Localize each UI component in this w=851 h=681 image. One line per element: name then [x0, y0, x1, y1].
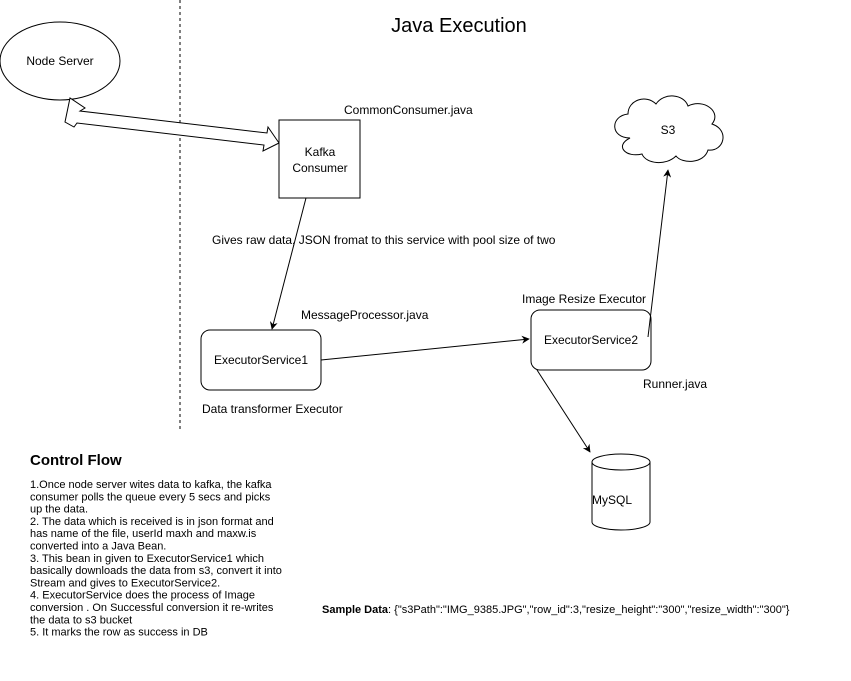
control-flow-line: 3. This bean in given to ExecutorService… — [30, 553, 264, 565]
executor2-to-s3-edge — [647, 169, 672, 338]
kafka-consumer-node[interactable]: Kafka Consumer — [278, 119, 361, 199]
page-title: Java Execution — [391, 15, 527, 37]
node-kafka-arrow — [64, 97, 280, 152]
kafka-to-executor1-edge — [269, 197, 307, 330]
database-icon — [591, 462, 651, 531]
control-flow-line: 4. ExecutorService does the process of I… — [30, 590, 255, 602]
control-flow-line: has name of the file, userId maxh and ma… — [30, 528, 257, 540]
control-flow-line: conversion . On Successful conversion it… — [30, 602, 274, 614]
control-flow-line: 1.Once node server wites data to kafka, … — [30, 479, 272, 491]
data-transformer-label: Data transformer Executor — [202, 402, 343, 416]
node-server-node[interactable]: Node Server — [0, 21, 121, 101]
sample-data-value: : {"s3Path":"IMG_9385.JPG","row_id":3,"r… — [388, 604, 790, 616]
control-flow-line: Stream and gives to ExecutorService2. — [30, 577, 220, 589]
kafka-label-line2: Consumer — [292, 161, 347, 175]
runner-label: Runner.java — [643, 377, 707, 391]
executor2-label: ExecutorService2 — [544, 333, 638, 347]
kafka-label-line1: Kafka — [305, 145, 336, 159]
control-flow-line: basically downloads the data from s3, co… — [30, 565, 282, 577]
executor-service1-node[interactable]: ExecutorService1 — [200, 329, 322, 391]
executor1-label: ExecutorService1 — [214, 353, 308, 367]
control-flow-line: consumer polls the queue every 5 secs an… — [30, 491, 271, 503]
message-processor-label: MessageProcessor.java — [301, 308, 429, 322]
control-flow-line: 5. It marks the row as success in DB — [30, 627, 208, 639]
s3-cloud-node[interactable]: S3 — [614, 95, 724, 163]
control-flow-line: the data to s3 bucket — [30, 614, 132, 626]
common-consumer-label: CommonConsumer.java — [344, 103, 473, 117]
image-resize-label: Image Resize Executor — [522, 292, 646, 306]
control-flow-line: converted into a Java Bean. — [30, 541, 166, 553]
control-flow-line: up the data. — [30, 504, 88, 516]
executor2-to-mysql-edge — [536, 369, 591, 453]
sample-data-label: Sample Data — [322, 604, 389, 616]
mysql-label: MySQL — [592, 493, 632, 507]
cloud-icon — [614, 95, 724, 163]
control-flow-line: 2. The data which is received is in json… — [30, 516, 274, 528]
executor-service2-node[interactable]: ExecutorService2 — [530, 309, 652, 371]
s3-label: S3 — [661, 123, 676, 137]
mysql-database-node[interactable]: MySQL — [591, 453, 651, 531]
node-server-label: Node Server — [26, 54, 93, 68]
sample-data-text: Sample Data: {"s3Path":"IMG_9385.JPG","r… — [322, 604, 790, 616]
control-flow-text: 1.Once node server wites data to kafka, … — [30, 479, 282, 639]
control-flow-heading: Control Flow — [30, 452, 122, 469]
kafka-to-executor1-label: Gives raw data, JSON fromat to this serv… — [212, 233, 556, 247]
executor1-to-executor2-edge — [320, 335, 530, 361]
